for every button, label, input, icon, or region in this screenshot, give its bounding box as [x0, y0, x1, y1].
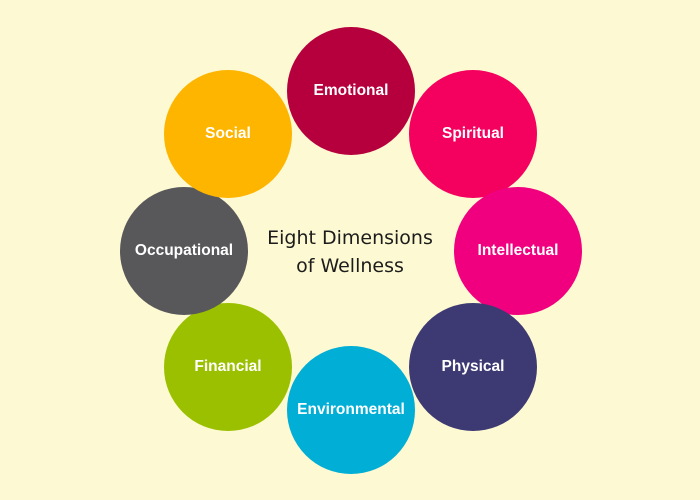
- circle-label-intellectual: Intellectual: [477, 242, 559, 259]
- circle-label-environmental: Environmental: [297, 401, 405, 418]
- circle-emotional: Emotional: [287, 27, 415, 155]
- circle-label-emotional: Emotional: [313, 82, 389, 99]
- diagram-title-line-2: of Wellness: [296, 255, 404, 277]
- circle-environmental: Environmental: [287, 346, 415, 474]
- diagram-title-line-1: Eight Dimensions: [267, 227, 433, 249]
- circle-label-social: Social: [205, 125, 251, 142]
- circle-occupational: Occupational: [120, 187, 248, 315]
- circle-physical: Physical: [409, 303, 537, 431]
- circle-financial: Financial: [164, 303, 292, 431]
- circle-social: Social: [164, 70, 292, 198]
- circle-intellectual: Intellectual: [454, 187, 582, 315]
- circle-label-occupational: Occupational: [134, 242, 234, 259]
- circle-label-financial: Financial: [194, 358, 262, 375]
- circle-label-physical: Physical: [441, 358, 505, 375]
- circle-spiritual: Spiritual: [409, 70, 537, 198]
- diagram-title: Eight Dimensions of Wellness: [250, 224, 450, 280]
- circle-label-spiritual: Spiritual: [441, 125, 504, 142]
